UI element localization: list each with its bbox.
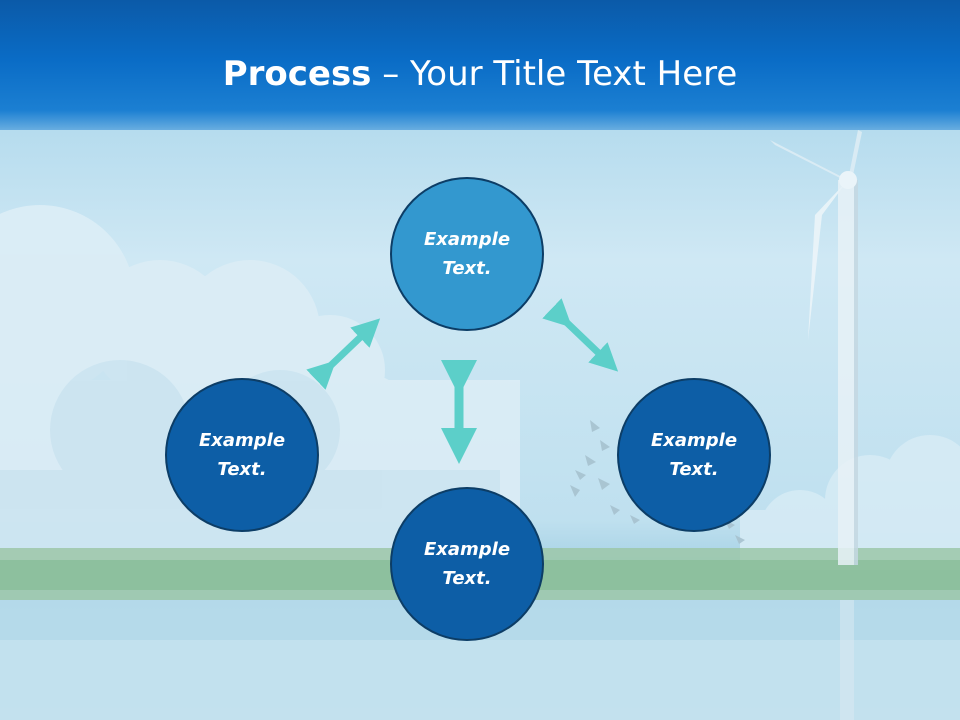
title-bold: Process bbox=[222, 54, 372, 94]
circle-text: Example Text. bbox=[423, 229, 511, 279]
circle-text: Example Text. bbox=[650, 430, 738, 480]
circle-text: Example Text. bbox=[198, 430, 286, 480]
slide-title: Process – Your Title Text Here bbox=[0, 52, 960, 96]
title-rest: – Your Title Text Here bbox=[371, 54, 738, 94]
birds bbox=[570, 420, 745, 544]
process-circle-top: Example Text. bbox=[390, 177, 544, 331]
title-bar bbox=[0, 0, 960, 130]
circle-text: Example Text. bbox=[423, 539, 511, 589]
arrow-top-left bbox=[306, 318, 381, 390]
wind-turbine bbox=[770, 130, 862, 720]
arrow-top-right bbox=[542, 298, 619, 372]
process-circle-bottom: Example Text. bbox=[390, 487, 544, 641]
process-circle-left: Example Text. bbox=[165, 378, 319, 532]
process-circle-right: Example Text. bbox=[617, 378, 771, 532]
